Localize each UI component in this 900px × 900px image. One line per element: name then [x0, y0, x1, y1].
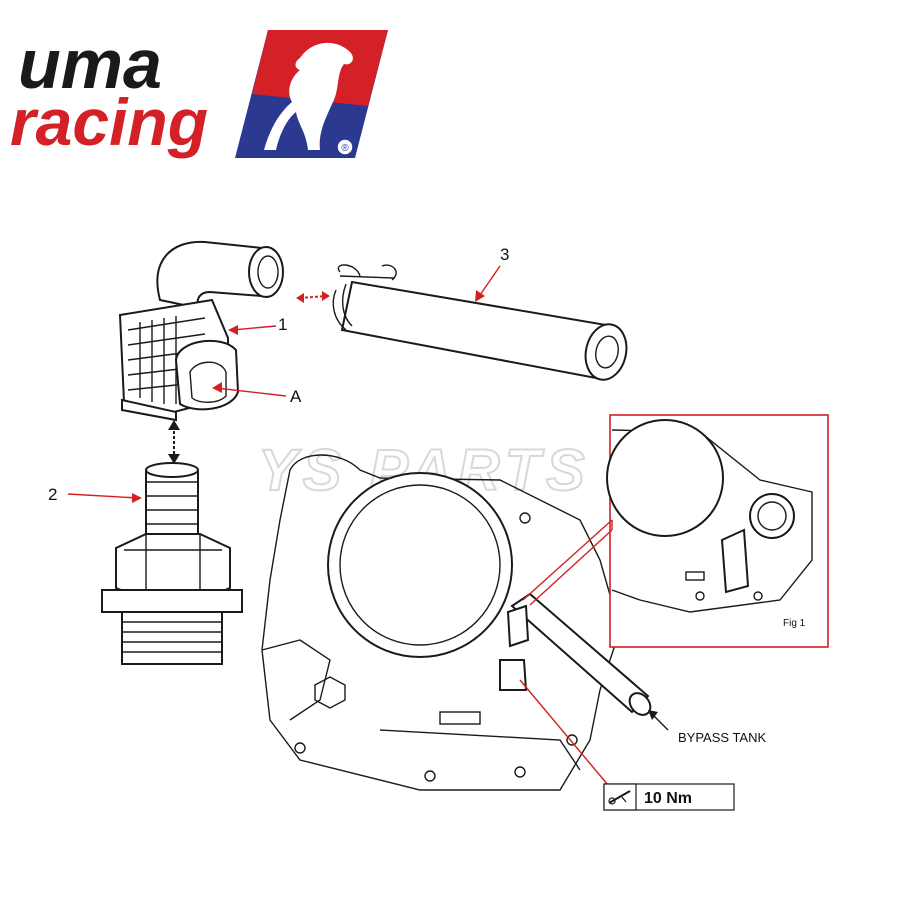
callout-arrows: 1 A 3 2 BYPASS TANK: [48, 245, 766, 786]
connect-arrow-1-3: [296, 291, 330, 303]
logo-word-uma: uma: [18, 25, 162, 103]
torque-value: 10 Nm: [644, 790, 692, 807]
callout-label-3: 3: [500, 245, 509, 264]
torque-wrench-icon: [608, 790, 631, 805]
connect-arrow-1-2: [168, 420, 180, 464]
callout-label-a: A: [290, 387, 302, 406]
torque-spec-box: 10 Nm: [603, 783, 735, 811]
callout-label-1: 1: [278, 315, 287, 334]
registered-mark: ®: [341, 143, 349, 154]
part-1-valve: [118, 240, 284, 422]
callout-label-2: 2: [48, 485, 57, 504]
logo-word-racing: racing: [10, 85, 208, 159]
part-3-hose: [332, 264, 628, 381]
inset-figure: Fig 1: [606, 414, 829, 648]
horse-badge-icon: ®: [235, 30, 388, 158]
bypass-tank-label: BYPASS TANK: [678, 730, 766, 745]
part-2-fitting: [101, 462, 243, 665]
inset-caption: Fig 1: [783, 618, 806, 629]
brand-logo: uma racing ®: [10, 25, 388, 159]
engine-cover-illustration: [261, 454, 652, 791]
inset-connector-line: [522, 519, 613, 601]
